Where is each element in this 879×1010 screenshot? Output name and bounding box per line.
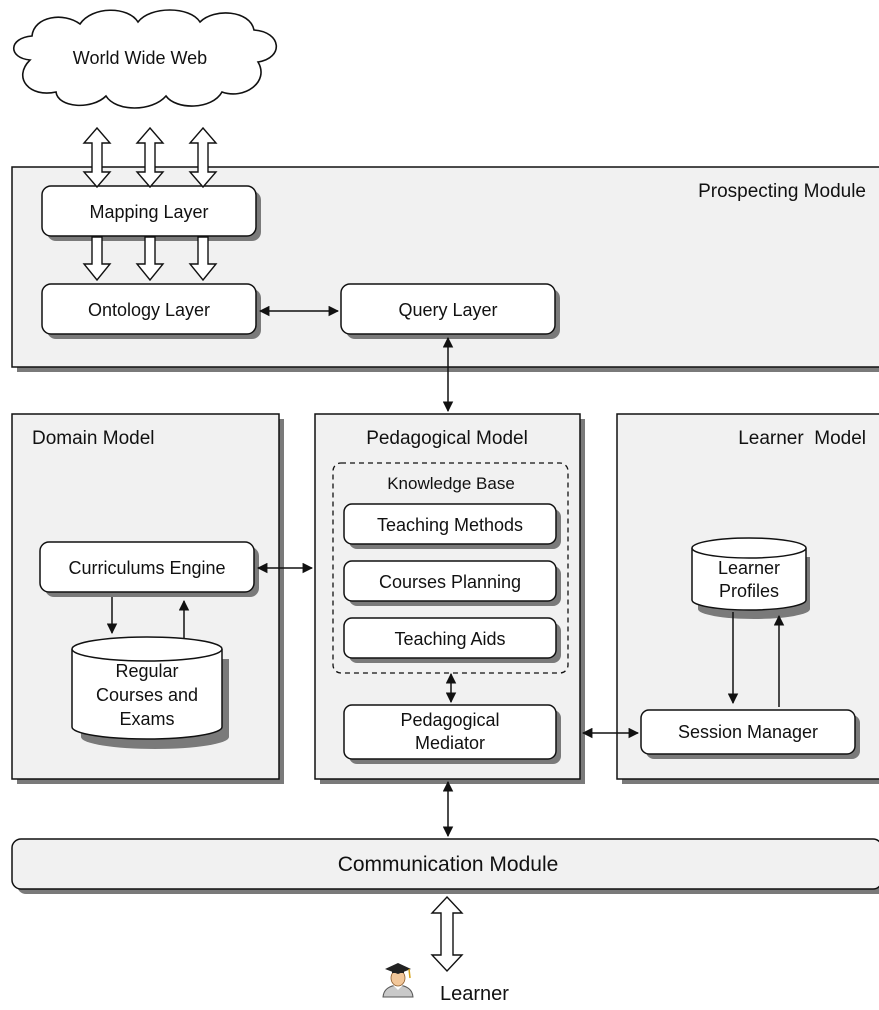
- mapping-ontology-arrows: [82, 236, 218, 282]
- mapping-layer-box: Mapping Layer: [41, 185, 261, 241]
- curriculums-engine-box: Curriculums Engine: [39, 541, 259, 597]
- ontology-layer-box: Ontology Layer: [41, 283, 261, 339]
- learner-profiles-line2: Profiles: [719, 581, 779, 601]
- query-layer-box: Query Layer: [340, 283, 560, 339]
- session-manager-label: Session Manager: [678, 722, 818, 742]
- learner-model-title: Learner Model: [738, 428, 866, 449]
- mediator-label-line2: Mediator: [415, 733, 485, 753]
- teaching-aids-box: Teaching Aids: [343, 617, 561, 663]
- curriculums-engine-label: Curriculums Engine: [68, 558, 225, 578]
- pedagogical-model-title: Pedagogical Model: [366, 428, 528, 449]
- prospecting-module-title: Prospecting Module: [698, 181, 866, 202]
- courses-planning-box: Courses Planning: [343, 560, 561, 606]
- communication-module-bar: Communication Module: [11, 838, 879, 894]
- query-layer-label: Query Layer: [398, 300, 497, 320]
- cloud-label: World Wide Web: [73, 48, 207, 68]
- communication-learner-arrow: [430, 895, 464, 973]
- mapping-ontology-arrow-1: [82, 236, 112, 282]
- world-wide-web-cloud: World Wide Web: [13, 9, 278, 109]
- knowledge-base-title: Knowledge Base: [387, 474, 515, 493]
- web-mapping-arrows: [82, 126, 218, 189]
- courses-planning-label: Courses Planning: [379, 572, 521, 592]
- mapping-ontology-arrow-3: [188, 236, 218, 282]
- web-mapping-arrow-2: [135, 126, 165, 189]
- database-label-line2: Courses and: [96, 685, 198, 705]
- pedagogical-mediator-box: Pedagogical Mediator: [343, 704, 561, 764]
- session-manager-box: Session Manager: [640, 709, 860, 759]
- web-mapping-arrow-1: [82, 126, 112, 189]
- mapping-ontology-arrow-2: [135, 236, 165, 282]
- communication-module-label: Communication Module: [338, 853, 559, 876]
- learner-label: Learner: [440, 983, 509, 1005]
- mapping-layer-label: Mapping Layer: [89, 202, 208, 222]
- teaching-methods-box: Teaching Methods: [343, 503, 561, 549]
- ontology-layer-label: Ontology Layer: [88, 300, 210, 320]
- teaching-methods-label: Teaching Methods: [377, 515, 523, 535]
- database-label-line1: Regular: [115, 661, 178, 681]
- learner-profiles-line1: Learner: [718, 558, 780, 578]
- teaching-aids-label: Teaching Aids: [394, 629, 505, 649]
- learner-avatar-icon: [382, 963, 414, 998]
- learner-profiles-database: Learner Profiles: [691, 537, 810, 619]
- domain-model-title: Domain Model: [32, 428, 155, 449]
- mediator-label-line1: Pedagogical: [400, 710, 499, 730]
- database-label-line3: Exams: [119, 709, 174, 729]
- regular-courses-database: Regular Courses and Exams: [71, 636, 229, 749]
- web-mapping-arrow-3: [188, 126, 218, 189]
